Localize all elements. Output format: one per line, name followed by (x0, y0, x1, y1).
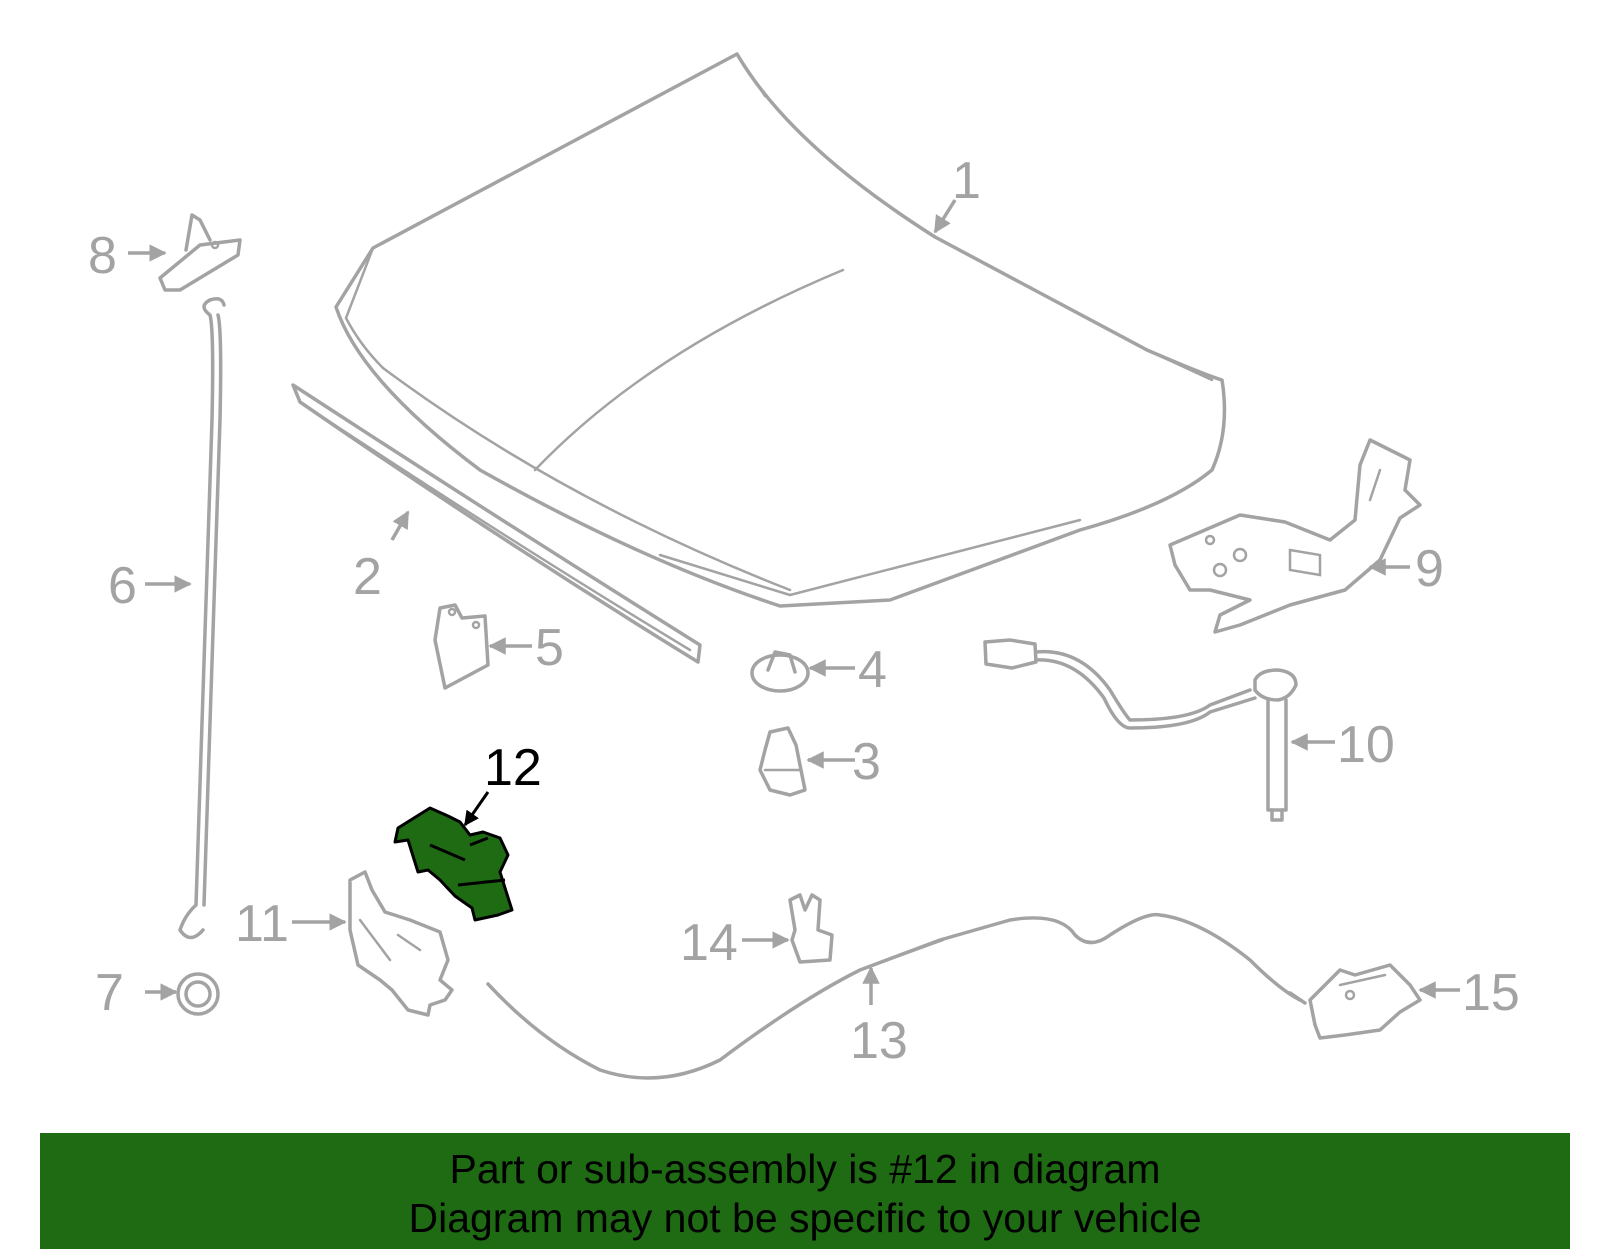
callout-14: 14 (680, 914, 738, 972)
callout-12[interactable]: 12 (484, 739, 542, 797)
callout-9: 9 (1415, 540, 1444, 598)
hood-switch-part (983, 638, 1298, 822)
callout-2: 2 (353, 548, 382, 606)
callout-3: 3 (852, 733, 881, 791)
grommet-part-4 (750, 650, 810, 693)
callout-6: 6 (108, 557, 137, 615)
callout-7: 7 (95, 964, 124, 1022)
notice-banner: Part or sub-assembly is #12 in diagram D… (40, 1133, 1570, 1249)
callout-13: 13 (850, 1012, 908, 1070)
rod-holder-part (158, 213, 242, 292)
clip-part-14 (788, 893, 834, 964)
release-handle-part (1308, 963, 1422, 1040)
callout-11: 11 (235, 895, 289, 953)
clip-part-3 (758, 726, 807, 797)
banner-line-disclaimer: Diagram may not be specific to your vehi… (408, 1195, 1202, 1241)
highlighted-part-12[interactable] (393, 806, 514, 922)
callout-4: 4 (858, 641, 887, 699)
release-cable-part (486, 912, 1307, 1080)
callout-1: 1 (952, 152, 981, 210)
prop-rod-part (178, 297, 226, 940)
callout-8: 8 (88, 227, 117, 285)
weatherstrip-part (291, 383, 702, 664)
hood-part (334, 52, 1227, 608)
bracket-part-5 (433, 603, 490, 690)
grommet-part-7 (176, 972, 220, 1016)
callout-10: 10 (1337, 716, 1395, 774)
latch-part (348, 870, 454, 1017)
banner-line-part-number: Part or sub-assembly is #12 in diagram (449, 1146, 1161, 1192)
callout-15: 15 (1462, 964, 1520, 1022)
callout-5: 5 (535, 619, 564, 677)
parts-diagram: 1 2 3 4 5 6 7 8 9 10 11 12 13 14 15 (88, 52, 1520, 1080)
hinge-part (1168, 438, 1422, 634)
callout-arrows (128, 199, 1460, 1005)
